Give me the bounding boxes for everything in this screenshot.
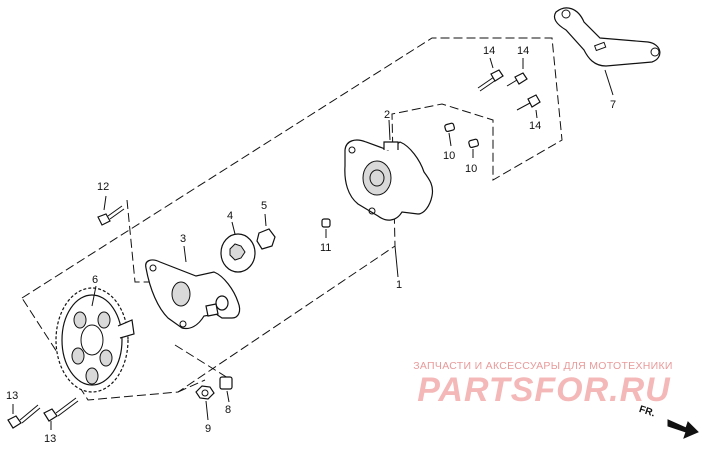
- callout-4: 4: [227, 210, 233, 222]
- bolt-part-13-lower[interactable]: [43, 397, 79, 430]
- callout-9: 9: [205, 423, 211, 435]
- bolt-part-13-upper[interactable]: [7, 404, 41, 429]
- outer-rotor-part-4[interactable]: [220, 221, 256, 273]
- callout-13-upper: 13: [6, 390, 18, 402]
- driven-gear-part-6[interactable]: [55, 285, 135, 393]
- pump-cover-part-2[interactable]: [344, 119, 434, 221]
- bolt-part-12[interactable]: [97, 195, 125, 226]
- watermark-logo: PARTSFOR.RU: [417, 371, 671, 409]
- callout-11: 11: [320, 242, 331, 254]
- front-arrow-icon: [667, 419, 699, 439]
- callout-13-lower: 13: [44, 433, 56, 445]
- pin-part-10-left[interactable]: [444, 122, 456, 147]
- assembly-leader-part-1: [394, 245, 399, 278]
- callout-14-left: 14: [483, 45, 495, 57]
- callout-3: 3: [180, 233, 186, 245]
- bolt-part-14-lower[interactable]: [516, 94, 541, 119]
- callout-12: 12: [97, 181, 109, 193]
- callout-10-right: 10: [465, 163, 477, 175]
- callout-14-lower: 14: [529, 120, 541, 132]
- assembly-outline: [21, 37, 563, 401]
- callout-7: 7: [610, 99, 616, 111]
- bracket-part-7[interactable]: [553, 7, 661, 96]
- callout-8: 8: [225, 404, 231, 416]
- pin-part-10-right[interactable]: [468, 138, 480, 158]
- watermark-caption: ЗАПЧАСТИ И АКСЕССУАРЫ ДЛЯ МОТОТЕХНИКИ: [413, 360, 673, 372]
- inner-rotor-part-5[interactable]: [256, 213, 276, 250]
- callout-5: 5: [261, 200, 267, 212]
- bolt-part-14-right[interactable]: [506, 58, 528, 87]
- pin-part-11[interactable]: [321, 218, 331, 238]
- callout-10-left: 10: [443, 150, 455, 162]
- collar-part-8[interactable]: [219, 376, 233, 403]
- pump-body-part-3[interactable]: [145, 245, 241, 330]
- bolt-part-14-left[interactable]: [477, 57, 504, 92]
- callout-6: 6: [92, 274, 98, 286]
- callout-numbers: 1 2 3 4 5 6 7 8 9 10 10 11 12 13 13 14 1…: [6, 45, 616, 445]
- nut-part-9[interactable]: [195, 385, 215, 421]
- callout-1: 1: [396, 279, 402, 291]
- callout-14-right: 14: [517, 45, 529, 57]
- callout-2: 2: [384, 109, 390, 121]
